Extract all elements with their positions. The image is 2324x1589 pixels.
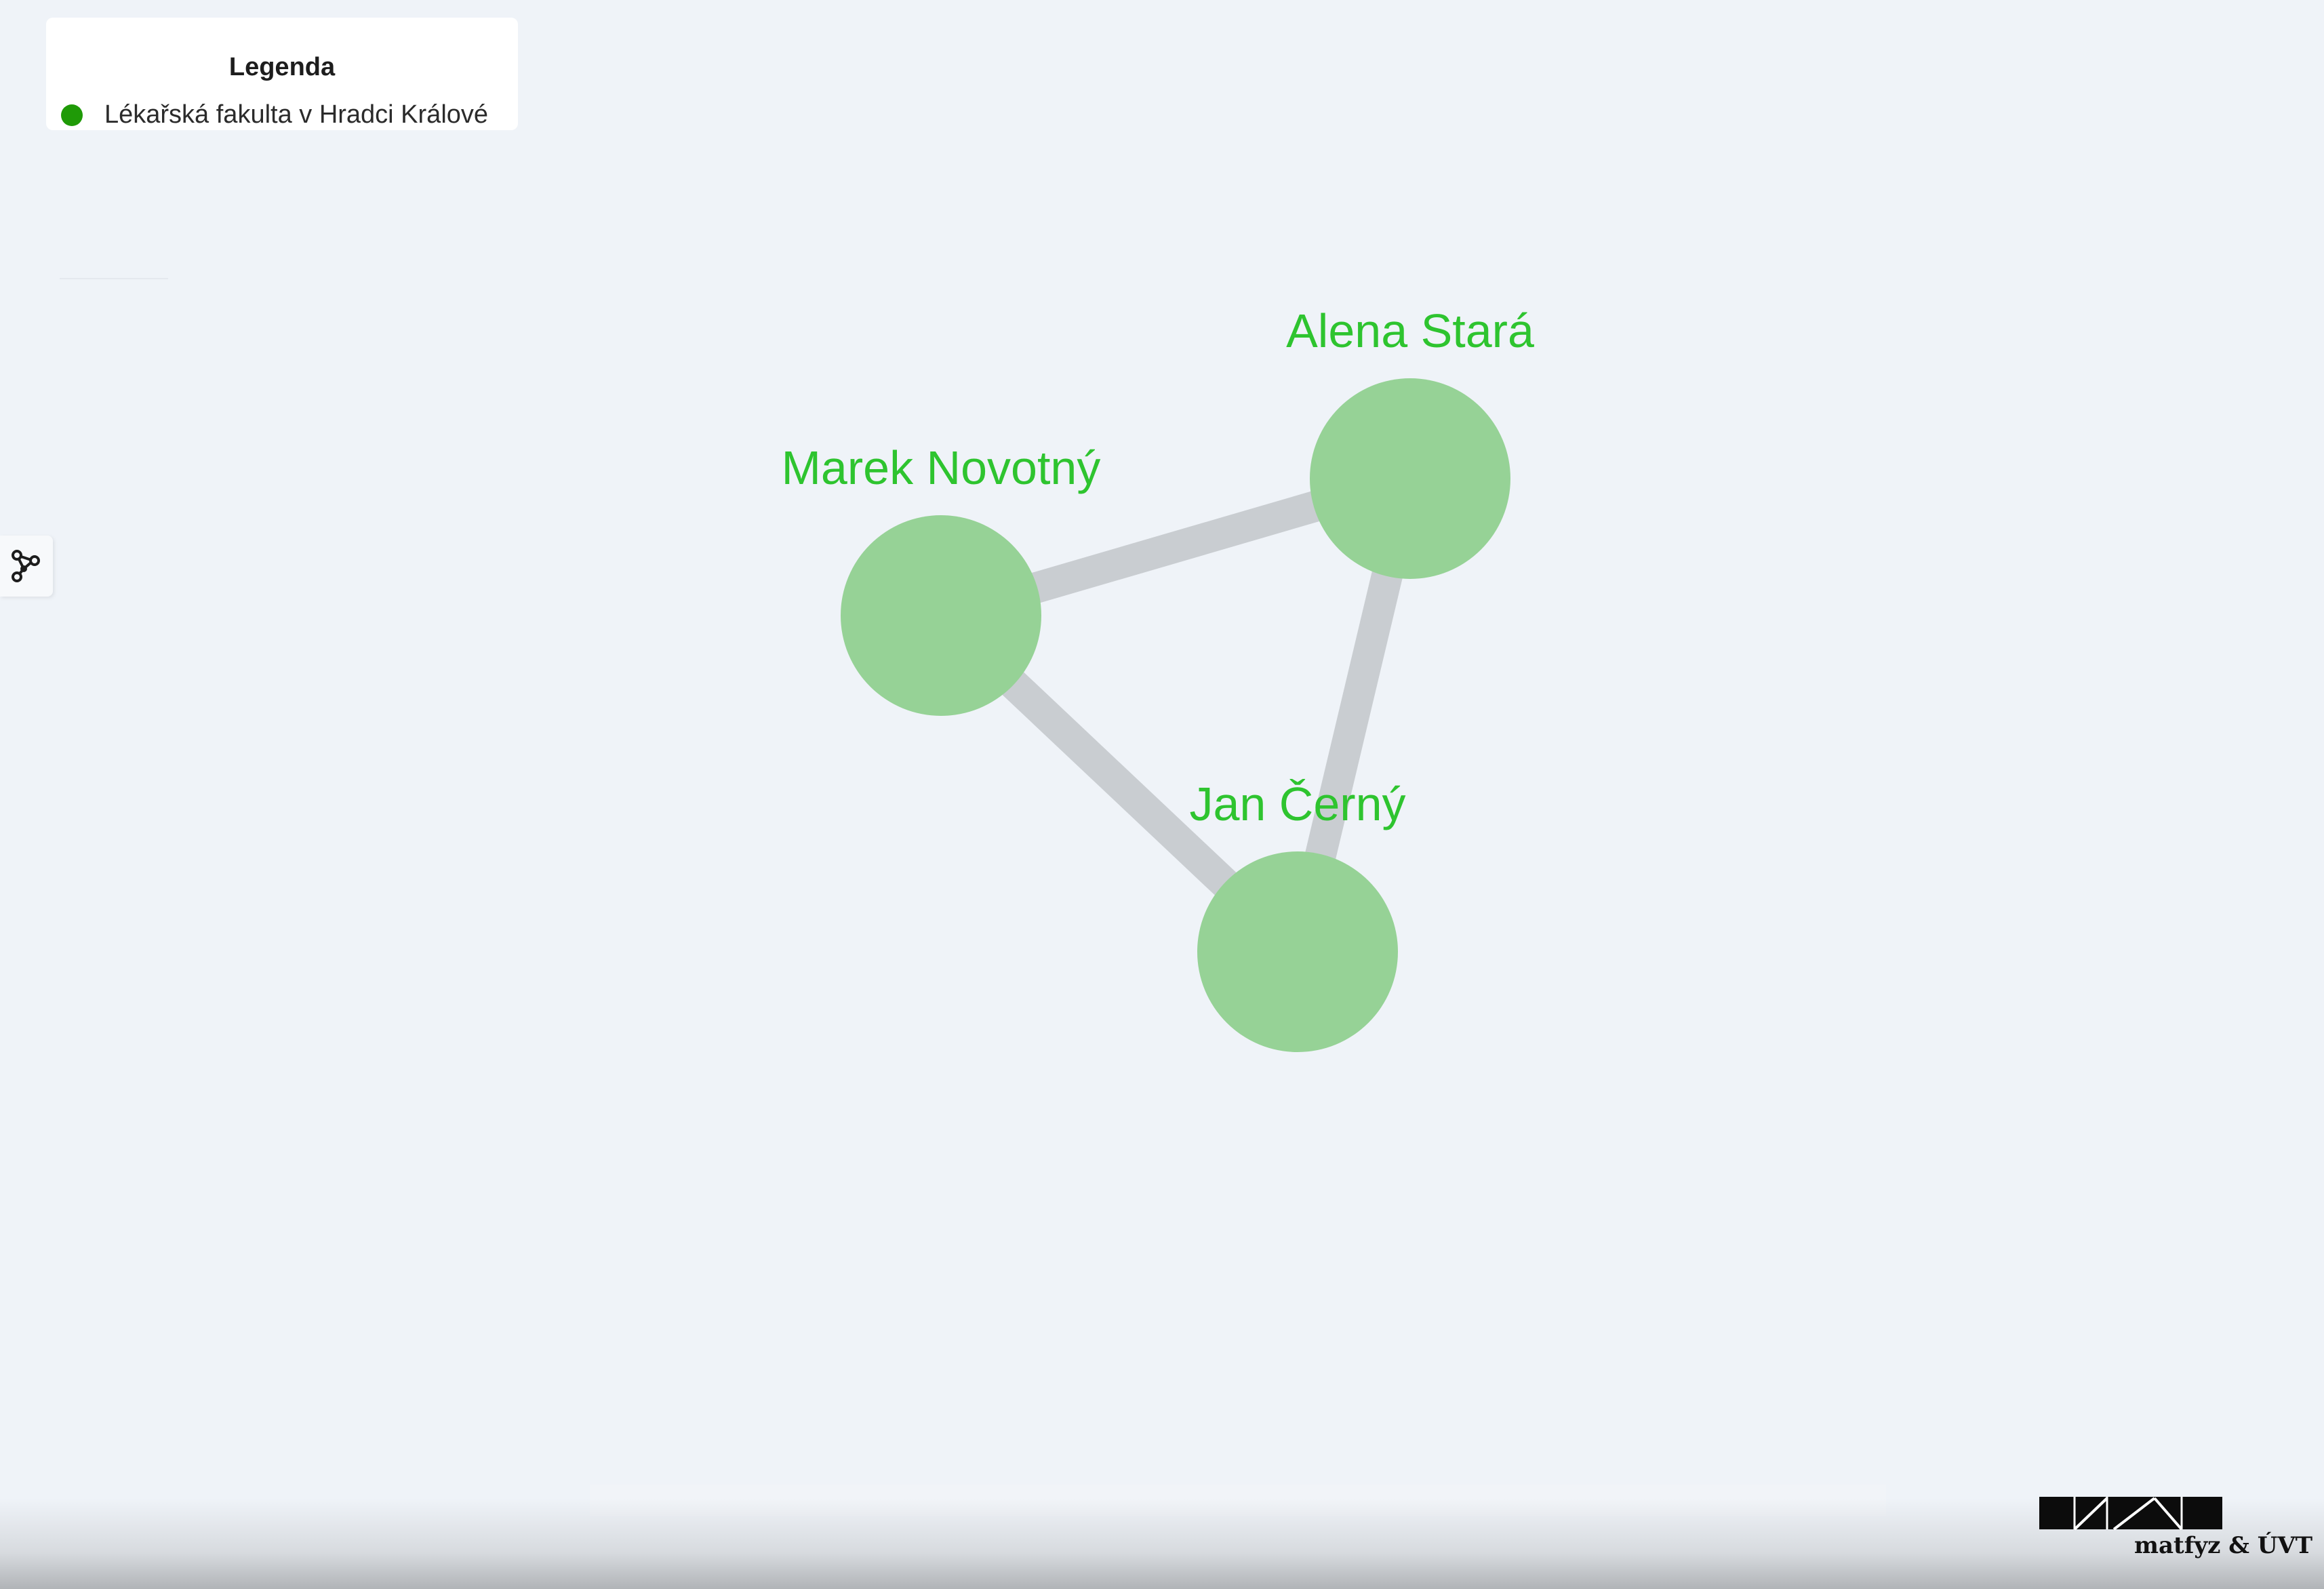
graph-node-alena[interactable] xyxy=(1310,378,1510,579)
logo-mark xyxy=(2039,1497,2222,1531)
legend-title: Legenda xyxy=(228,53,336,81)
graph-node-jan[interactable] xyxy=(1197,851,1398,1052)
legend-color-dot xyxy=(61,104,83,126)
matfyz-uvt-logo: matfyz & ÚVT xyxy=(2039,1495,2312,1563)
graph-node-label-alena: Alena Stará xyxy=(1286,304,1534,357)
graph-node-marek[interactable] xyxy=(841,515,1041,716)
logo-text: matfyz & ÚVT xyxy=(2134,1532,2313,1559)
graph-network-icon xyxy=(7,546,45,587)
graph-node-label-jan: Jan Černý xyxy=(1189,778,1405,830)
legend-item[interactable]: Lékařská fakulta v Hradci Králové xyxy=(61,100,488,129)
nodes-layer xyxy=(841,378,1510,1052)
graph-layout-button[interactable] xyxy=(0,536,53,597)
graph-node-label-marek: Marek Novotný xyxy=(782,441,1101,494)
legend-item-label: Lékařská fakulta v Hradci Králové xyxy=(104,100,489,129)
bottom-bar xyxy=(0,1498,2324,1589)
legend: Legenda Lékařská fakulta v Hradci Králov… xyxy=(46,18,518,130)
divider xyxy=(60,278,168,279)
